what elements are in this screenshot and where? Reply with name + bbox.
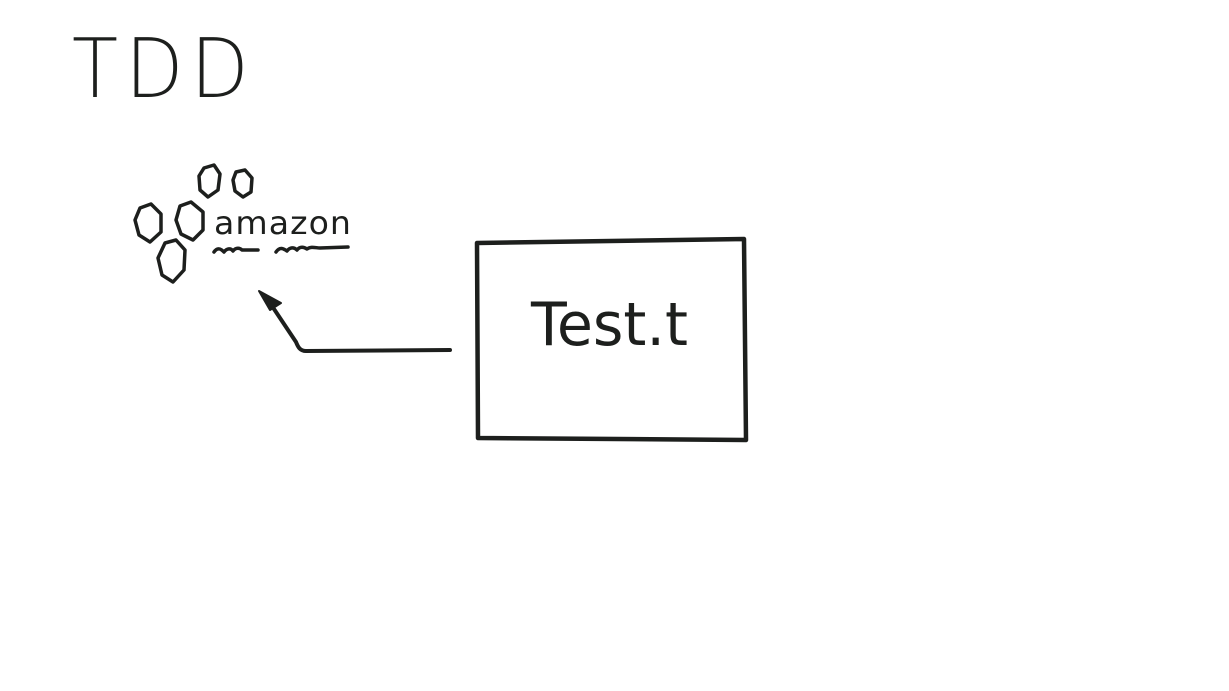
diagram-title: TDD: [72, 22, 256, 117]
test-file-label: Test.t: [530, 290, 688, 360]
hexagon-cluster-icon: [133, 163, 254, 284]
amazon-logo-text: amazon: [214, 204, 352, 242]
amazon-logo: amazon: [133, 163, 352, 284]
arrowhead-icon: [258, 290, 282, 311]
test-file-box: Test.t: [474, 236, 749, 443]
logo-underline-scribble: [212, 245, 350, 254]
arrow-connector: [258, 290, 452, 353]
